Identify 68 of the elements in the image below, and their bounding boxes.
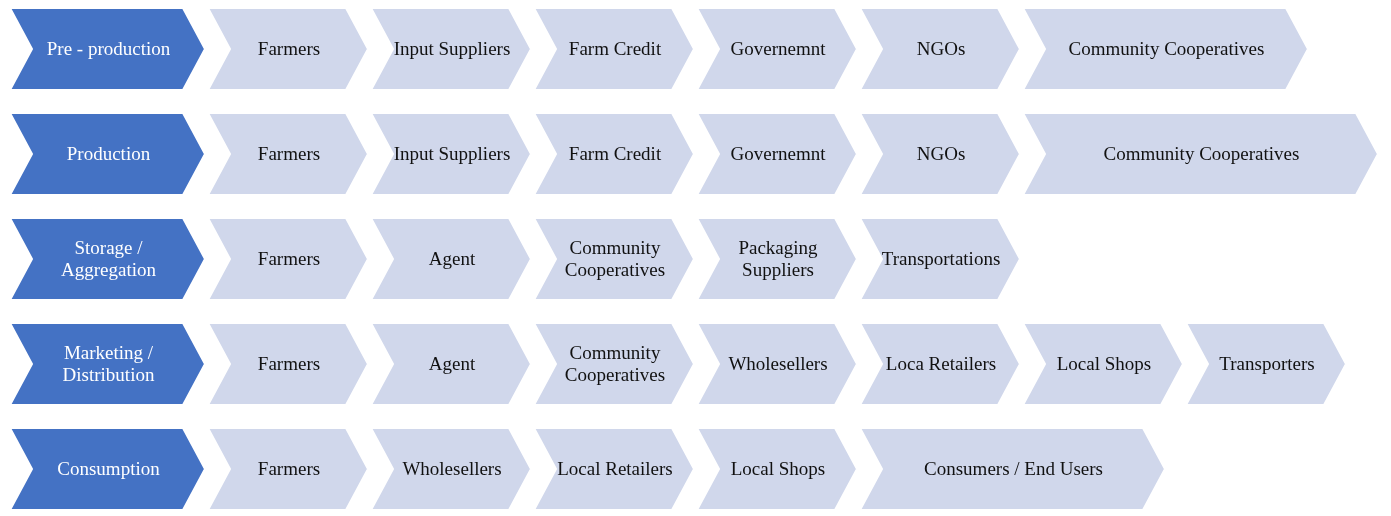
step-label: Community Cooperatives	[1103, 143, 1300, 165]
stage-label: Consumption	[57, 458, 160, 480]
process-step	[860, 218, 1020, 300]
step-label: Transportations	[881, 248, 1001, 270]
step-label: Community Cooperatives	[563, 237, 667, 281]
process-step	[534, 8, 694, 90]
stage-label: Production	[66, 143, 151, 165]
process-step	[697, 323, 857, 405]
step-label: Farm Credit	[568, 143, 662, 165]
step-label: Agent	[428, 353, 476, 375]
step-label: Wholesellers	[728, 353, 828, 375]
step-label: Input Suppliers	[393, 143, 511, 165]
step-label: Local Retailers	[557, 458, 673, 480]
process-step	[697, 218, 857, 300]
process-step	[697, 428, 857, 510]
stage-heading-step	[10, 113, 205, 195]
process-step	[860, 323, 1020, 405]
process-step	[371, 218, 531, 300]
step-label: Community Cooperatives	[1068, 38, 1265, 60]
process-step	[208, 113, 368, 195]
step-label: Community Cooperatives	[563, 342, 667, 386]
process-step	[371, 113, 531, 195]
process-step	[208, 218, 368, 300]
stage-heading-step	[10, 428, 205, 510]
process-step	[371, 8, 531, 90]
process-step	[534, 218, 694, 300]
process-step	[1023, 8, 1308, 90]
step-label: Local Shops	[1056, 353, 1152, 375]
process-step	[534, 323, 694, 405]
step-label: Governemnt	[730, 38, 826, 60]
step-label: Farmers	[257, 353, 321, 375]
step-label: NGOs	[916, 143, 966, 165]
process-step	[534, 428, 694, 510]
step-label: Local Shops	[730, 458, 826, 480]
process-step	[371, 428, 531, 510]
stage-label: Storage / Aggregation	[60, 237, 157, 281]
step-label: Farmers	[257, 458, 321, 480]
stage-heading-step	[10, 323, 205, 405]
step-label: Consumers / End Users	[924, 458, 1103, 480]
stage-label: Pre - production	[46, 38, 171, 60]
process-step	[697, 113, 857, 195]
process-step	[208, 8, 368, 90]
step-label: Farmers	[257, 248, 321, 270]
process-step	[208, 428, 368, 510]
step-label: Packaging Suppliers	[737, 237, 819, 281]
step-label: Agent	[428, 248, 476, 270]
step-label: NGOs	[916, 38, 966, 60]
process-step	[697, 8, 857, 90]
step-label: Farmers	[257, 143, 321, 165]
step-label: Governemnt	[730, 143, 826, 165]
process-step	[208, 323, 368, 405]
step-label: Farmers	[257, 38, 321, 60]
stage-heading-step	[10, 218, 205, 300]
stage-heading-step	[10, 8, 205, 90]
process-step	[534, 113, 694, 195]
process-step	[860, 113, 1020, 195]
process-step	[1023, 323, 1183, 405]
process-step	[860, 8, 1020, 90]
step-label: Input Suppliers	[393, 38, 511, 60]
step-label: Transporters	[1219, 353, 1315, 375]
process-step	[860, 428, 1165, 510]
step-label: Loca Retailers	[885, 353, 997, 375]
process-step	[1186, 323, 1346, 405]
process-step	[371, 323, 531, 405]
step-label: Farm Credit	[568, 38, 662, 60]
process-step	[1023, 113, 1378, 195]
stage-label: Marketing / Distribution	[61, 342, 156, 386]
step-label: Wholesellers	[402, 458, 502, 480]
